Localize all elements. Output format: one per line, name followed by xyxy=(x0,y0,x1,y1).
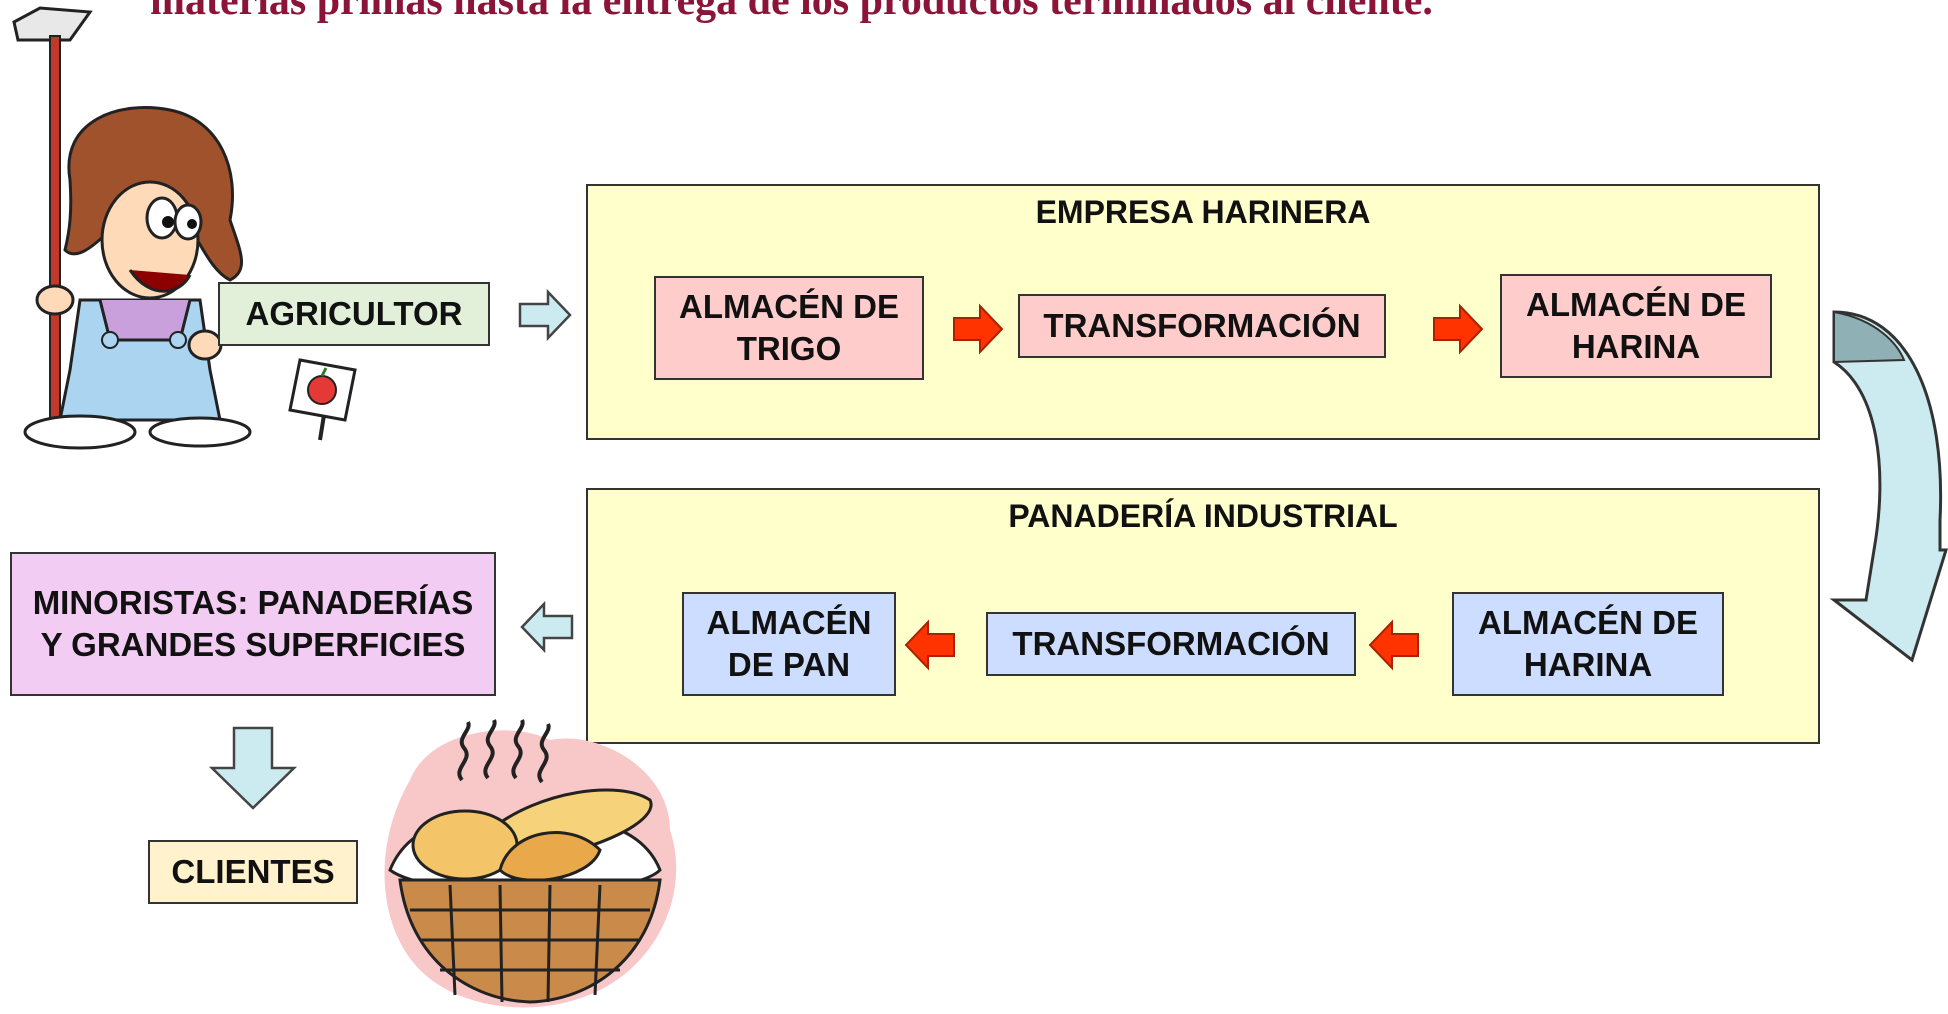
arrow-down-icon xyxy=(208,726,298,810)
almacen-harina-harinera-label: ALMACÉN DE HARINA xyxy=(1526,286,1746,365)
transformacion-harinera-label: TRANSFORMACIÓN xyxy=(1043,307,1361,344)
agricultor-box: AGRICULTOR xyxy=(218,282,490,346)
arrow-right-icon xyxy=(518,288,572,342)
almacen-pan-label: ALMACÉN DE PAN xyxy=(706,604,872,683)
bread-basket-illustration xyxy=(384,719,677,1008)
red-arrow-right-icon xyxy=(953,303,1004,355)
almacen-harina-panaderia-box: ALMACÉN DE HARINA xyxy=(1452,592,1724,696)
clientes-box: CLIENTES xyxy=(148,840,358,904)
arrow-left-icon xyxy=(520,600,574,654)
minoristas-box: MINORISTAS: PANADERÍAS Y GRANDES SUPERFI… xyxy=(10,552,496,696)
red-arrow-left-icon xyxy=(1368,619,1419,671)
diagram-title: materias primas hasta la entrega de los … xyxy=(150,0,1433,24)
transformacion-panaderia-box: TRANSFORMACIÓN xyxy=(986,612,1356,676)
panaderia-industrial-title: PANADERÍA INDUSTRIAL xyxy=(1008,498,1398,534)
curved-arrow-down-icon xyxy=(1829,310,1948,663)
farmer-girl-illustration xyxy=(12,6,357,450)
red-arrow-right-icon xyxy=(1433,303,1484,355)
transformacion-harinera-box: TRANSFORMACIÓN xyxy=(1018,294,1386,358)
red-arrow-left-icon xyxy=(904,619,955,671)
almacen-trigo-label: ALMACÉN DE TRIGO xyxy=(679,288,899,367)
almacen-pan-box: ALMACÉN DE PAN xyxy=(682,592,896,696)
agricultor-label: AGRICULTOR xyxy=(245,295,463,332)
clientes-label: CLIENTES xyxy=(171,853,335,890)
transformacion-panaderia-label: TRANSFORMACIÓN xyxy=(1012,625,1330,662)
almacen-harina-panaderia-label: ALMACÉN DE HARINA xyxy=(1478,604,1698,683)
minoristas-label: MINORISTAS: PANADERÍAS Y GRANDES SUPERFI… xyxy=(32,584,474,663)
empresa-harinera-title: EMPRESA HARINERA xyxy=(1035,194,1371,230)
almacen-harina-harinera-box: ALMACÉN DE HARINA xyxy=(1500,274,1772,378)
almacen-trigo-box: ALMACÉN DE TRIGO xyxy=(654,276,924,380)
